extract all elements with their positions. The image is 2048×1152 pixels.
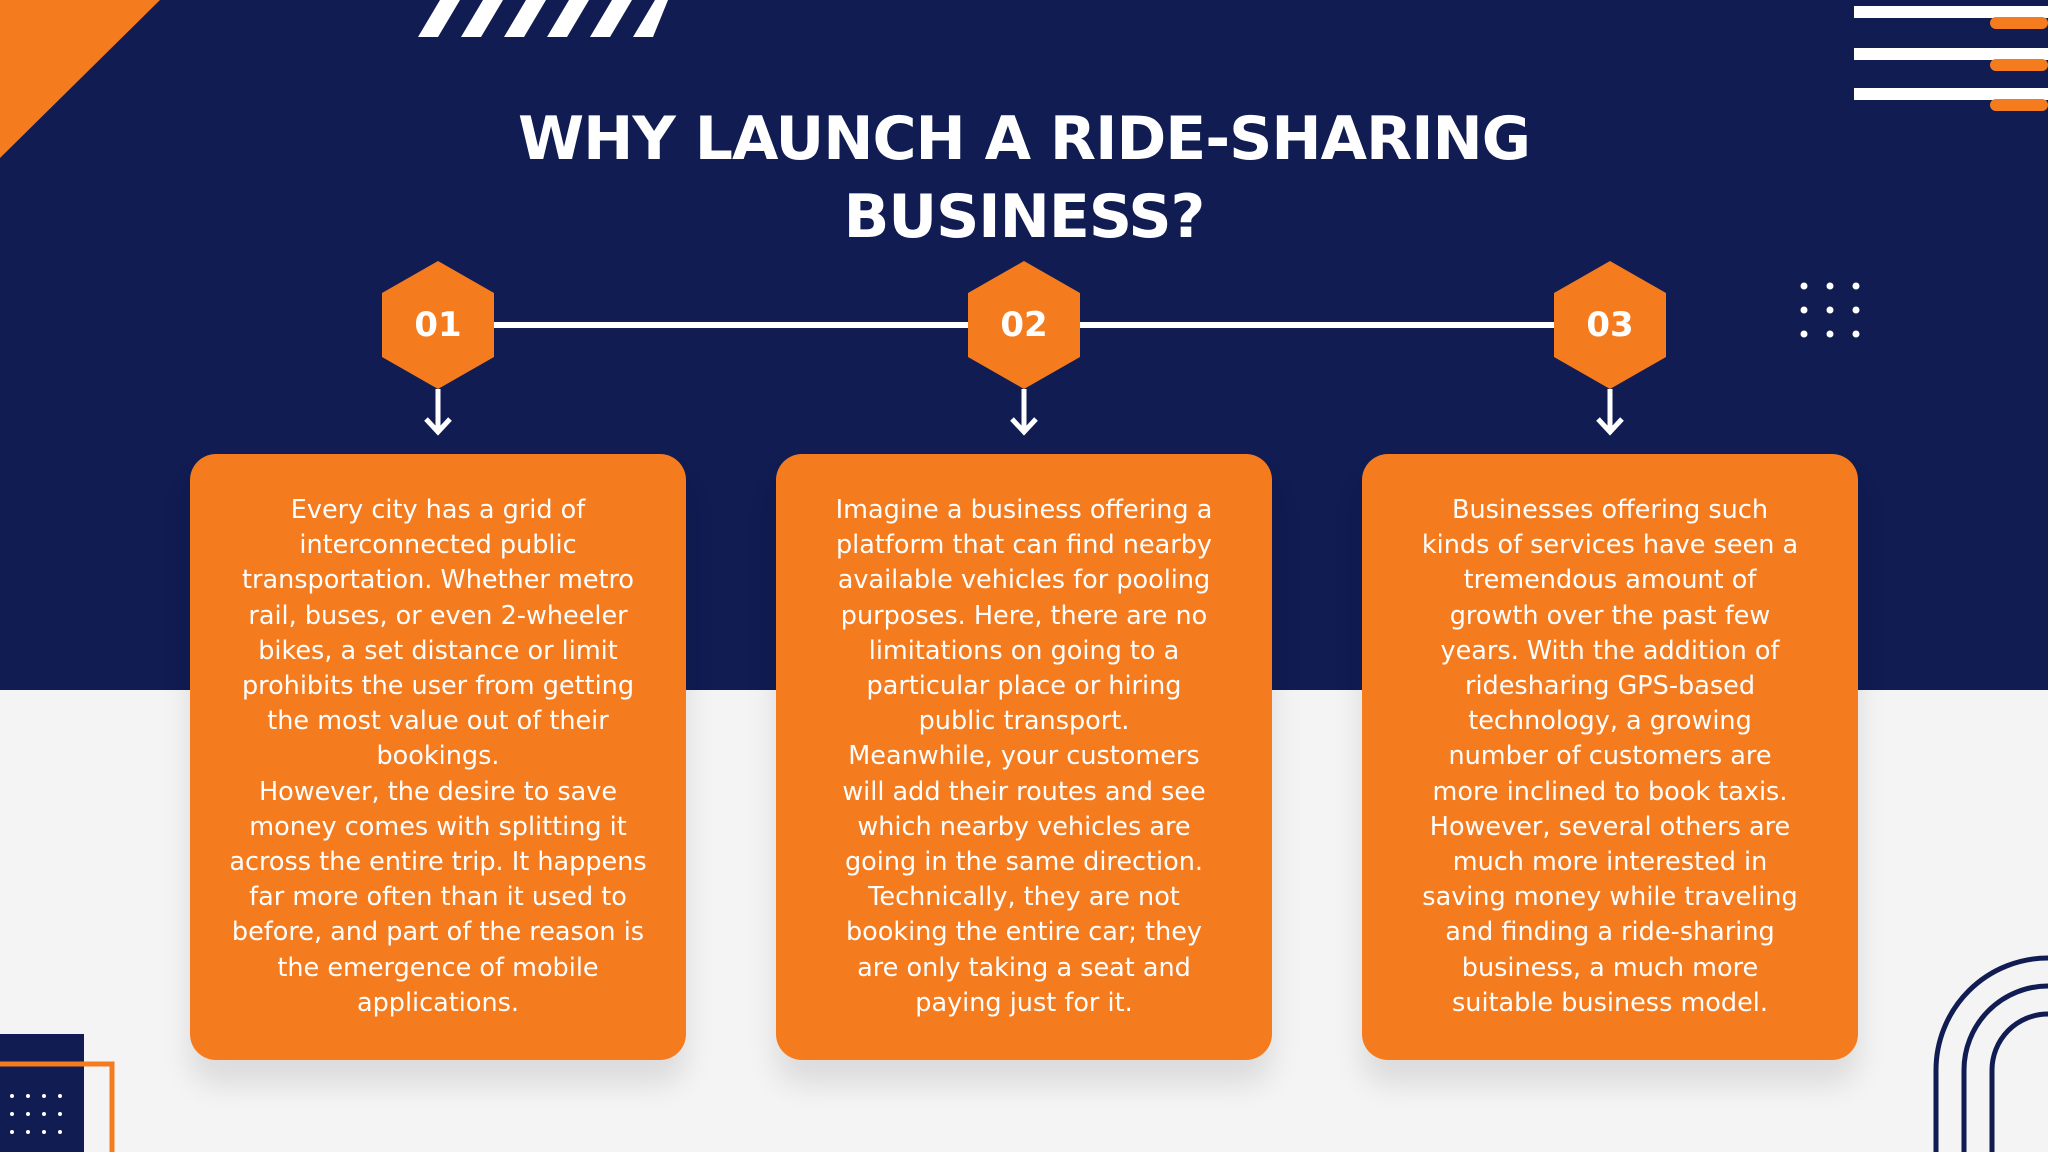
- step-number-badge: 01: [382, 261, 494, 389]
- timeline-connector: [1072, 322, 1560, 328]
- stacked-bars-decoration: [1854, 6, 2048, 111]
- step-card: Every city has a grid of interconnected …: [190, 454, 686, 1060]
- down-arrow-icon: [424, 389, 452, 436]
- page-title: WHY LAUNCH A RIDE-SHARING BUSINESS?: [517, 104, 1531, 252]
- step-card: Imagine a business offering a platform t…: [776, 454, 1272, 1060]
- down-arrow-icon: [1596, 389, 1624, 436]
- step-description: Businesses offering such kinds of servic…: [1421, 494, 1799, 1018]
- step-description: Imagine a business offering a platform t…: [835, 494, 1213, 1018]
- corner-triangle-decoration: [0, 0, 160, 158]
- dot-grid-decoration: [1800, 282, 1860, 338]
- down-arrow-icon: [1010, 389, 1038, 436]
- diagonal-stripes-decoration: [418, 0, 668, 37]
- bottom-left-block-decoration: [0, 1034, 115, 1152]
- step-description: Every city has a grid of interconnected …: [229, 494, 647, 1018]
- step-card: Businesses offering such kinds of servic…: [1362, 454, 1858, 1060]
- timeline-connector: [486, 322, 978, 328]
- step-number-badge: 02: [968, 261, 1080, 389]
- concentric-arcs-decoration: [1933, 955, 2048, 1152]
